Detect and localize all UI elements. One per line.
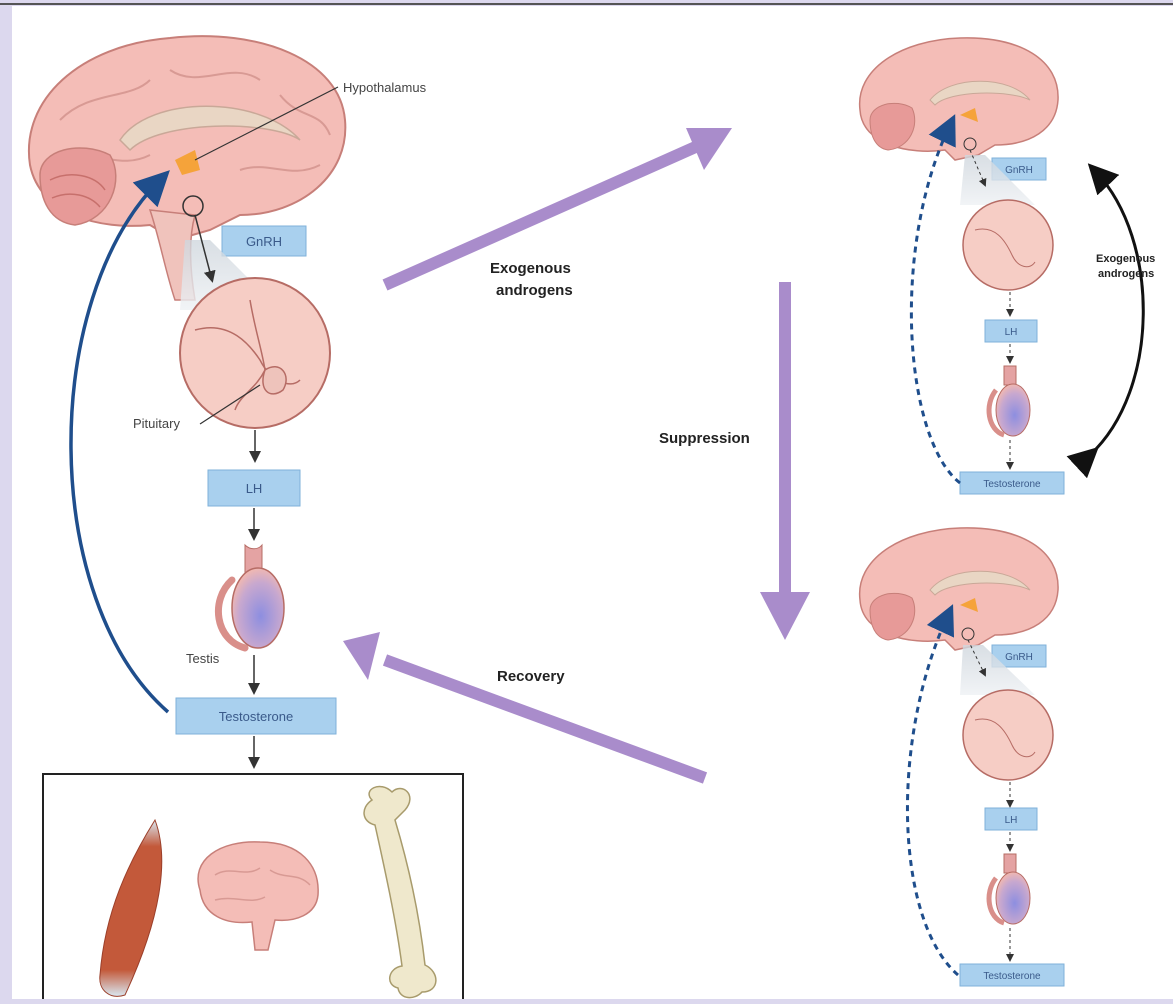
rb-gnrh-label: GnRH — [1005, 652, 1033, 663]
rt-pituitary-circle — [963, 200, 1053, 290]
rb-testosterone-label: Testosterone — [983, 971, 1041, 982]
suppression-label: Suppression — [659, 430, 750, 447]
testosterone-label: Testosterone — [219, 709, 293, 724]
rb-pituitary-circle — [963, 690, 1053, 780]
exogenous-label-1: Exogenous — [490, 260, 571, 277]
rt-lh-label: LH — [1005, 327, 1018, 338]
recovery-label: Recovery — [497, 668, 565, 685]
rt-exogenous-label-1: Exogenous — [1096, 253, 1155, 265]
lh-label: LH — [246, 481, 263, 496]
rt-exogenous-label-2: androgens — [1098, 268, 1154, 280]
hypothalamus-label: Hypothalamus — [343, 80, 427, 95]
pituitary-label: Pituitary — [133, 416, 180, 431]
rt-gnrh-label: GnRH — [1005, 165, 1033, 176]
testis-label: Testis — [186, 651, 220, 666]
rt-testosterone-label: Testosterone — [983, 479, 1041, 490]
rb-lh-label: LH — [1005, 815, 1018, 826]
pituitary-zoom — [180, 278, 330, 428]
gnrh-label: GnRH — [246, 234, 282, 249]
exogenous-label-2: androgens — [496, 282, 573, 299]
